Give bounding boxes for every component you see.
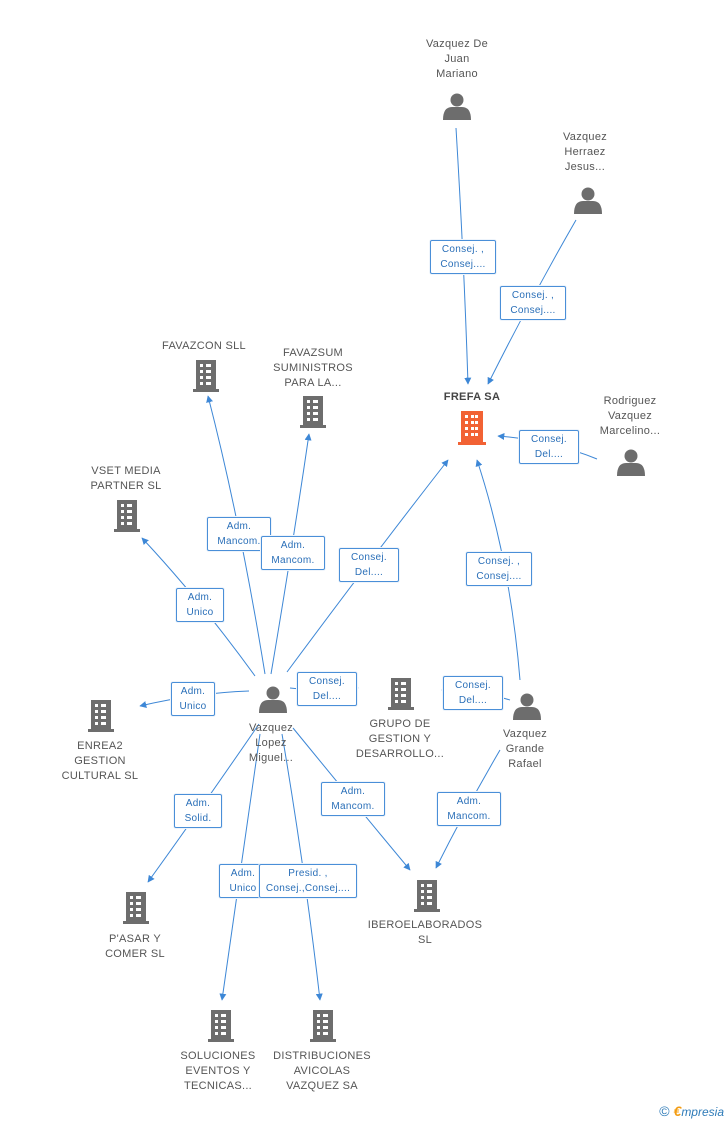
role-label[interactable]: Adm. Mancom. bbox=[261, 536, 325, 570]
node-label-soluciones[interactable]: SOLUCIONES EVENTOS Y TECNICAS... bbox=[180, 1050, 256, 1092]
role-label[interactable]: Consej. , Consej.... bbox=[430, 240, 496, 274]
role-label[interactable]: Adm. Mancom. bbox=[321, 782, 385, 816]
role-label[interactable]: Adm. Mancom. bbox=[437, 792, 501, 826]
person-icon[interactable] bbox=[574, 187, 602, 215]
building-icon[interactable] bbox=[310, 1010, 336, 1042]
node-label-pasar[interactable]: P'ASAR Y COMER SL bbox=[105, 933, 165, 960]
node-label-favazcon[interactable]: FAVAZCON SLL bbox=[162, 340, 246, 352]
brand-logo: €mpresia bbox=[673, 1103, 724, 1119]
building-icon[interactable] bbox=[123, 892, 149, 924]
person-icon[interactable] bbox=[513, 693, 541, 721]
node-label-vgr[interactable]: Vazquez Grande Rafael bbox=[502, 728, 548, 770]
role-label[interactable]: Consej. Del.... bbox=[339, 548, 399, 582]
role-label[interactable]: Adm. Solid. bbox=[174, 794, 222, 828]
person-icon[interactable] bbox=[617, 449, 645, 477]
building-icon[interactable] bbox=[208, 1010, 234, 1042]
role-label[interactable]: Consej. , Consej.... bbox=[466, 552, 532, 586]
role-label[interactable]: Consej. Del.... bbox=[443, 676, 503, 710]
role-label[interactable]: Consej. Del.... bbox=[297, 672, 357, 706]
node-label-grupo[interactable]: GRUPO DE GESTION Y DESARROLLO... bbox=[355, 718, 445, 760]
building-icon[interactable] bbox=[193, 360, 219, 392]
role-label[interactable]: Consej. Del.... bbox=[519, 430, 579, 464]
role-label[interactable]: Adm. Mancom. bbox=[207, 517, 271, 551]
building-icon[interactable] bbox=[114, 500, 140, 532]
node-label-rvm[interactable]: Rodriguez Vazquez Marcelino... bbox=[599, 395, 661, 437]
building-icon[interactable] bbox=[300, 396, 326, 428]
node-label-frefa[interactable]: FREFA SA bbox=[443, 391, 501, 403]
node-label-vdjm[interactable]: Vazquez De Juan Mariano bbox=[425, 38, 489, 80]
node-label-vset[interactable]: VSET MEDIA PARTNER SL bbox=[90, 465, 162, 492]
building-icon[interactable] bbox=[88, 700, 114, 732]
role-label[interactable]: Adm. Unico bbox=[176, 588, 224, 622]
node-label-vlm[interactable]: Vazquez Lopez Miguel... bbox=[248, 722, 294, 764]
node-label-ibero[interactable]: IBEROELABORADOS SL bbox=[367, 919, 483, 946]
node-label-vhj[interactable]: Vazquez Herraez Jesus... bbox=[562, 131, 608, 173]
node-label-favazsum[interactable]: FAVAZSUM SUMINISTROS PARA LA... bbox=[273, 347, 353, 389]
role-label[interactable]: Adm. Unico bbox=[171, 682, 215, 716]
role-label[interactable]: Consej. , Consej.... bbox=[500, 286, 566, 320]
person-icon[interactable] bbox=[443, 93, 471, 121]
person-icon[interactable] bbox=[259, 686, 287, 714]
building-icon[interactable] bbox=[388, 678, 414, 710]
copyright-icon: © bbox=[659, 1103, 670, 1119]
node-label-enrea[interactable]: ENREA2 GESTION CULTURAL SL bbox=[61, 740, 139, 782]
focus-building-icon[interactable] bbox=[458, 411, 486, 445]
footer-brand: © €mpresia bbox=[659, 1103, 724, 1119]
building-icon[interactable] bbox=[414, 880, 440, 912]
node-label-distribuciones[interactable]: DISTRIBUCIONES AVICOLAS VAZQUEZ SA bbox=[273, 1050, 371, 1092]
role-label[interactable]: Presid. , Consej.,Consej.... bbox=[259, 864, 357, 898]
